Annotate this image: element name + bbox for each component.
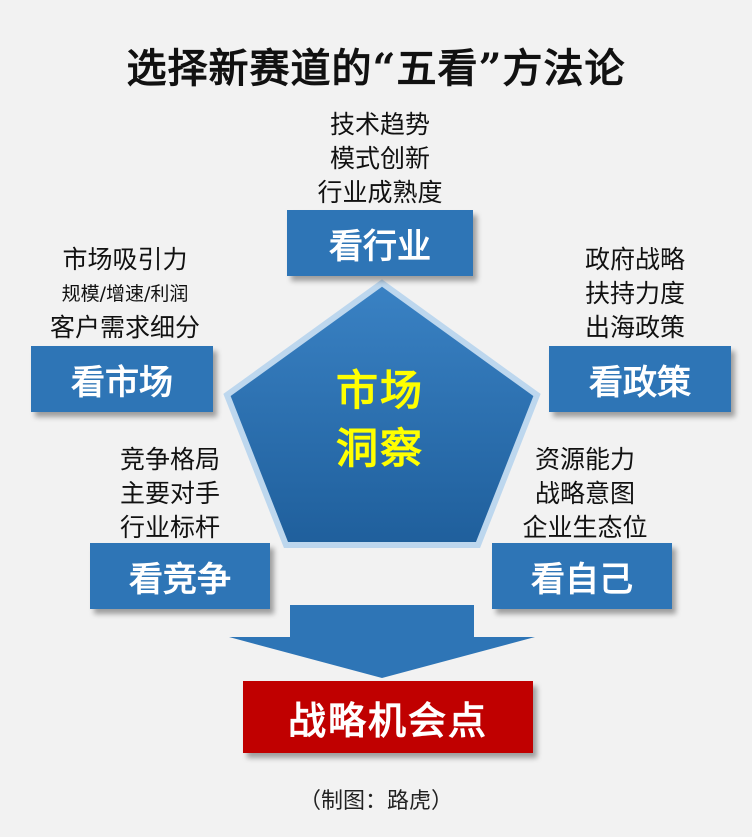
- self-notes: 资源能力 战略意图 企业生态位: [522, 445, 648, 542]
- competition-notes: 竞争格局 主要对手 行业标杆: [119, 445, 220, 542]
- center-pentagon: [223, 279, 541, 548]
- competition-box: 看竞争: [90, 543, 270, 609]
- credit-text: （制图：路虎）: [298, 789, 453, 814]
- down-arrow: [229, 605, 535, 678]
- market-notes: 市场吸引力 规模/增速/利润 客户需求细分: [49, 245, 200, 342]
- industry-box: 看行业: [287, 210, 473, 276]
- center-label: 市场 洞察: [335, 366, 424, 473]
- strategic-opportunity-box: 战略机会点: [243, 681, 533, 753]
- market-box: 看市场: [31, 346, 213, 412]
- policy-box: 看政策: [549, 346, 731, 412]
- diagram-title: 选择新赛道的“五看”方法论: [126, 45, 626, 92]
- self-box: 看自己: [492, 543, 672, 609]
- policy-notes: 政府战略 扶持力度 出海政策: [584, 245, 685, 342]
- industry-notes: 技术趋势 模式创新 行业成熟度: [317, 110, 443, 207]
